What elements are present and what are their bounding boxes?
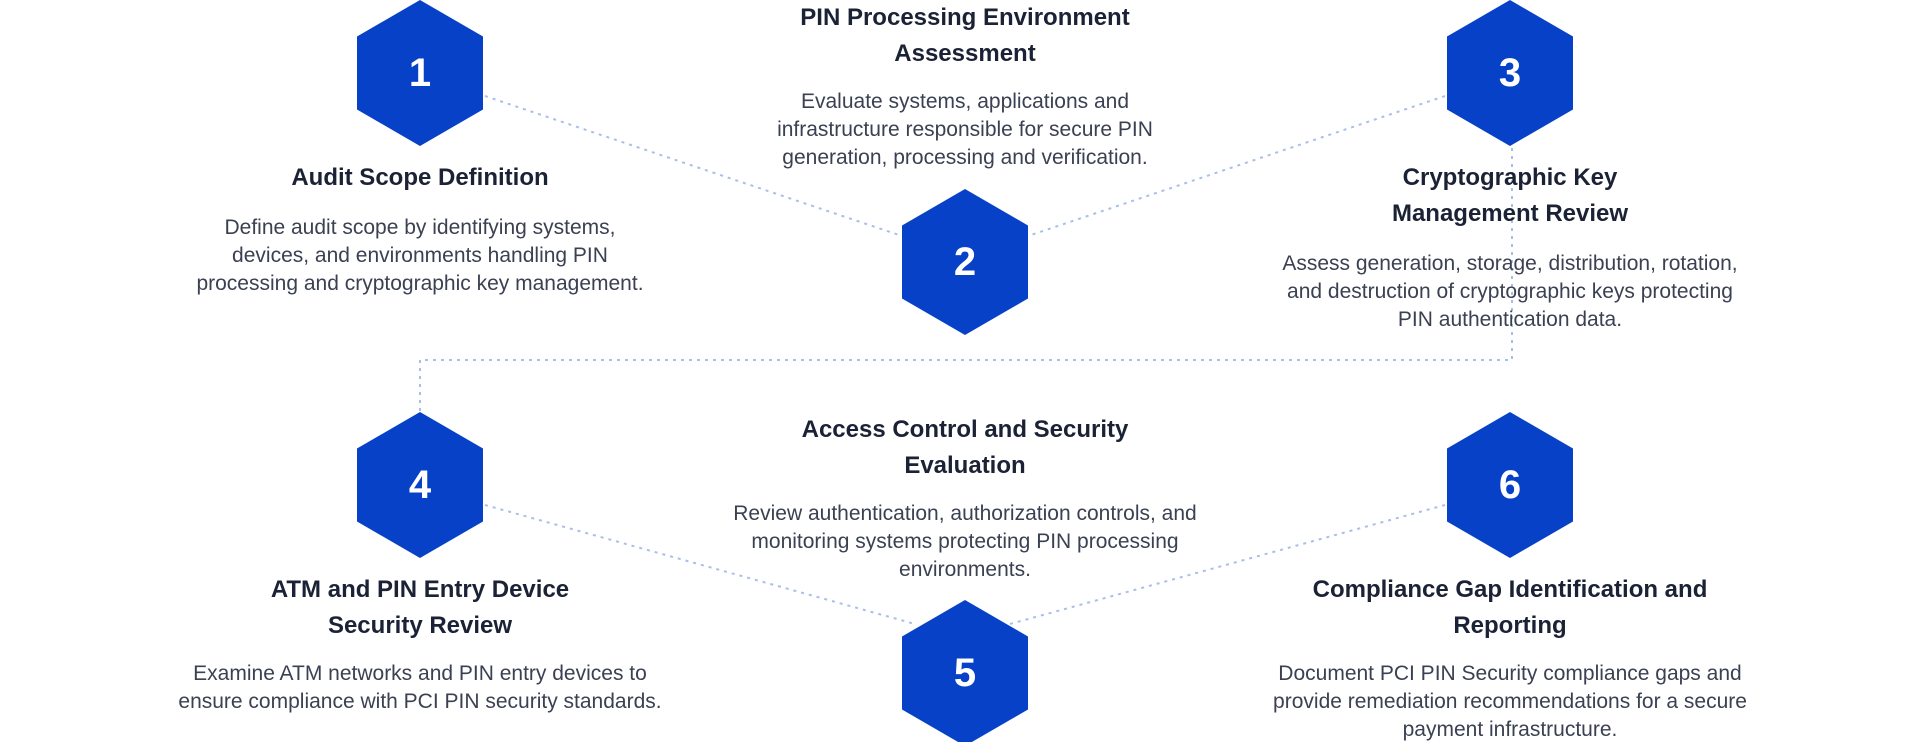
hexagon-shape-icon [902,189,1028,335]
hexagon-shape-icon [357,0,483,146]
step-4-description: Examine ATM networks and PIN entry devic… [178,662,662,713]
step-4-hexagon: 4 [357,412,483,558]
hexagon-shape-icon [1447,0,1573,146]
step-6-number: 6 [1498,462,1522,507]
connector-4-5 [484,504,916,625]
step-5-number: 5 [953,650,977,695]
step-3-number: 3 [1498,50,1522,95]
step-2-number: 2 [953,239,977,284]
step-4-number: 4 [408,462,432,507]
step-1-title: Audit Scope Definition [291,164,549,191]
hexagon-shape-icon [1447,412,1573,558]
step-5-description: Review authentication, authorization con… [733,502,1197,581]
step-5-title: Access Control and Security Evaluation [801,416,1129,479]
step-6-description: Document PCI PIN Security compliance gap… [1273,662,1747,741]
step-3-description: Assess generation, storage, distribution… [1282,252,1738,331]
step-2-hexagon: 2 [902,189,1028,335]
step-6-title: Compliance Gap Identification and Report… [1312,576,1708,639]
connector-3-4 [419,148,1513,412]
step-1-hexagon: 1 [357,0,483,146]
connector-5-6 [1009,504,1446,625]
connector-1-2 [484,95,906,238]
step-5-hexagon: 5 [902,600,1028,742]
step-2-description: Evaluate systems, applications and infra… [777,90,1153,169]
step-1-number: 1 [408,50,432,95]
hexagon-shape-icon [902,600,1028,742]
step-4-title: ATM and PIN Entry Device Security Review [270,576,570,639]
step-6-hexagon: 6 [1447,412,1573,558]
step-3-hexagon: 3 [1447,0,1573,146]
step-2-title: PIN Processing Environment Assessment [800,4,1130,67]
step-1-description: Define audit scope by identifying system… [196,216,644,295]
step-3-title: Cryptographic Key Management Review [1391,164,1629,227]
hexagon-shape-icon [357,412,483,558]
connector-2-3 [1024,95,1446,238]
